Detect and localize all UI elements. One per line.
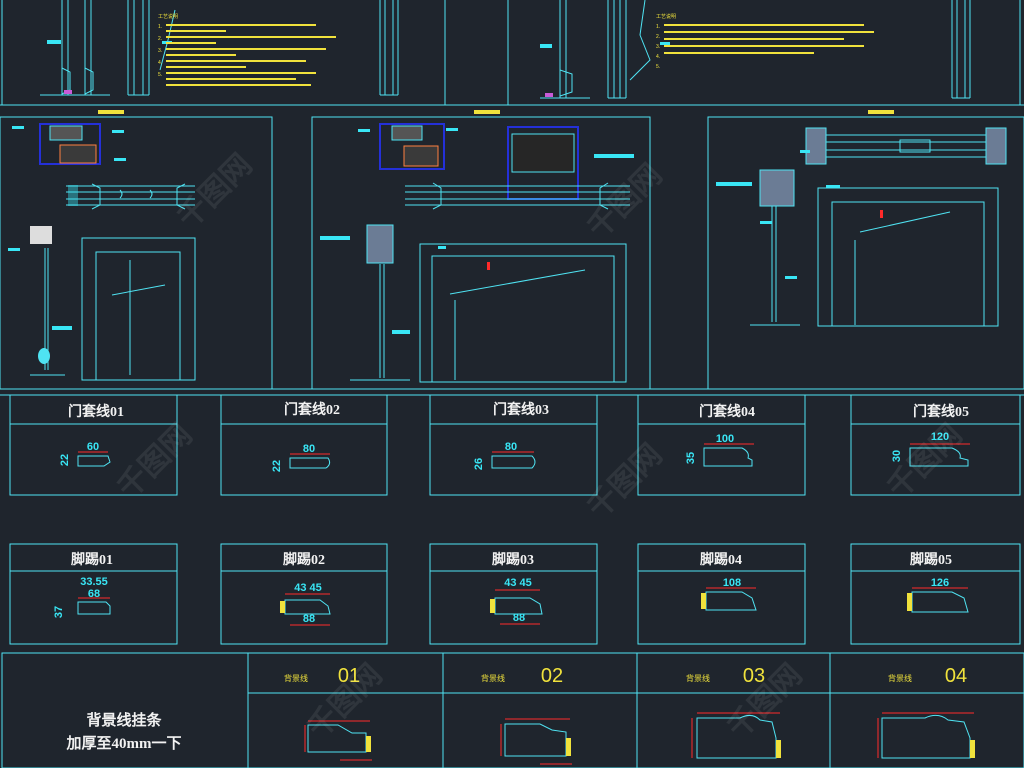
background-line-row bbox=[1, 652, 1024, 768]
notes-left-title: 工艺说明 bbox=[158, 13, 178, 20]
baseboard-top-dim: 126 bbox=[931, 577, 949, 589]
baseboard-title: 脚踢01 bbox=[71, 552, 113, 568]
door-casing-04: 门套线04 100 35 bbox=[685, 403, 755, 467]
construction-notes-left: 工艺说明 1. 2. 3. 4. 5. bbox=[158, 13, 336, 86]
baseboard-title: 脚踢02 bbox=[283, 552, 325, 568]
baseboard-top-dim: 108 bbox=[723, 577, 741, 589]
door-casing-title: 门套线04 bbox=[699, 403, 755, 420]
door-casing-05: 门套线05 120 30 bbox=[891, 403, 970, 467]
background-line-04: 背景线 04 bbox=[877, 665, 975, 759]
baseboard-04: 脚踢04 108 bbox=[700, 552, 757, 611]
door-casing-width: 80 bbox=[505, 441, 517, 453]
construction-notes-right: 工艺说明 1. 2. 3. 4. 5. bbox=[656, 13, 874, 70]
background-line-03: 背景线 03 bbox=[686, 665, 781, 759]
door-casing-width: 100 bbox=[716, 433, 734, 445]
background-line-note: 背景线挂条 加厚至40mm一下 bbox=[66, 711, 182, 752]
baseboard-top-dim: 43 45 bbox=[504, 577, 532, 589]
door-casing-title: 门套线01 bbox=[68, 403, 124, 420]
background-line-label: 背景线 bbox=[284, 673, 308, 683]
section-title-bars bbox=[98, 110, 894, 114]
notes-right-title: 工艺说明 bbox=[656, 13, 676, 20]
notes-right-line: 1. bbox=[656, 24, 660, 30]
notes-left-line: 1. bbox=[158, 24, 162, 30]
top-strip bbox=[0, 0, 1024, 106]
notes-right-line: 3. bbox=[656, 44, 660, 50]
baseboard-title: 脚踢04 bbox=[700, 552, 742, 568]
baseboard-03: 脚踢03 43 45 88 bbox=[490, 552, 543, 625]
background-line-02: 背景线 02 bbox=[481, 665, 572, 765]
door-casing-width: 60 bbox=[87, 441, 99, 453]
background-line-label: 背景线 bbox=[686, 673, 710, 683]
background-line-01: 背景线 01 bbox=[284, 665, 372, 761]
notes-left-line: 3. bbox=[158, 48, 162, 54]
baseboard-02: 脚踢02 43 45 88 bbox=[280, 552, 331, 626]
baseboard-row bbox=[9, 543, 1021, 645]
baseboard-top-dim: 43 45 bbox=[294, 582, 322, 594]
baseboard-01: 脚踢01 33.55 68 37 bbox=[53, 552, 113, 618]
background-line-number: 02 bbox=[541, 665, 563, 687]
baseboard-side-dim: 37 bbox=[53, 606, 65, 618]
notes-right-line: 4. bbox=[656, 54, 660, 60]
door-casing-width: 120 bbox=[931, 431, 949, 443]
door-casing-title: 门套线02 bbox=[284, 401, 340, 418]
door-section-1 bbox=[8, 123, 196, 381]
door-casing-height: 26 bbox=[473, 458, 485, 470]
notes-left-line: 2. bbox=[158, 36, 162, 42]
background-line-label: 背景线 bbox=[888, 673, 912, 683]
door-casing-height: 22 bbox=[271, 460, 283, 472]
door-casing-03: 门套线03 80 26 bbox=[473, 401, 549, 470]
door-casing-02: 门套线02 80 22 bbox=[271, 401, 340, 472]
door-casing-title: 门套线03 bbox=[493, 401, 549, 418]
baseboard-mid-dim: 68 bbox=[88, 588, 100, 600]
notes-left-line: 4. bbox=[158, 60, 162, 66]
middle-frames bbox=[0, 116, 1024, 390]
background-line-note-line1: 背景线挂条 bbox=[86, 711, 162, 729]
door-casing-title: 门套线05 bbox=[913, 403, 969, 420]
door-casing-width: 80 bbox=[303, 443, 315, 455]
background-line-number: 01 bbox=[338, 665, 360, 687]
door-casing-height: 35 bbox=[685, 452, 697, 464]
background-line-note-line2: 加厚至40mm一下 bbox=[66, 735, 182, 752]
baseboard-05: 脚踢05 126 bbox=[907, 552, 969, 613]
notes-right-line: 5. bbox=[656, 64, 660, 70]
door-casing-row bbox=[0, 394, 1024, 496]
door-casing-height: 22 bbox=[59, 454, 71, 466]
background-line-number: 04 bbox=[945, 665, 967, 687]
baseboard-bottom-dim: 88 bbox=[513, 612, 525, 624]
door-section-2 bbox=[320, 123, 634, 383]
background-line-label: 背景线 bbox=[481, 673, 505, 683]
baseboard-top-dim: 33.55 bbox=[80, 576, 108, 588]
door-section-3 bbox=[716, 127, 1007, 327]
background-line-number: 03 bbox=[743, 665, 765, 687]
door-casing-01: 门套线01 60 22 bbox=[59, 403, 124, 467]
baseboard-title: 脚踢05 bbox=[910, 552, 952, 568]
notes-left-line: 5. bbox=[158, 72, 162, 78]
notes-right-line: 2. bbox=[656, 34, 660, 40]
door-casing-height: 30 bbox=[891, 450, 903, 462]
baseboard-bottom-dim: 88 bbox=[303, 613, 315, 625]
baseboard-title: 脚踢03 bbox=[492, 552, 534, 568]
